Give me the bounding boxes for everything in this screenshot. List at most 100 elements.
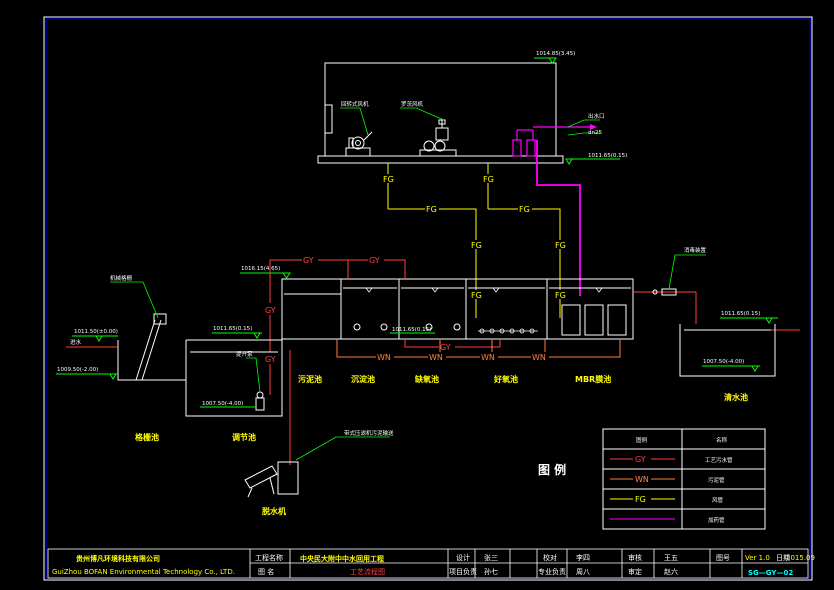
floor-elevation-mark: 1011.65(0.15) [565,153,627,165]
project-label: 工程名称 [255,553,283,562]
outlet-size-label: dn25 [588,130,602,136]
grid-tank [117,313,187,381]
svg-text:FG: FG [383,175,394,184]
legend-header-name: 名称 [716,436,728,444]
svg-text:GY: GY [265,306,276,315]
tank-name-aerobic: 好氧池 [493,374,518,384]
svg-text:GY: GY [369,256,380,265]
tank-name-clear: 清水池 [724,392,748,402]
dosing-unit-icon [512,126,590,157]
roof-elevation-mark: 1014.85(3.45) [534,51,575,64]
review-label: 审核 [628,553,642,562]
lead-value: 孙七 [484,567,498,576]
svg-text:1007.50(-4.00): 1007.50(-4.00) [202,401,243,407]
air-pipe-fg [387,163,561,318]
legend-row-fg: FG 风管 [610,494,724,504]
date-value: 2015.09 [786,554,815,562]
clear-water-tank [679,324,776,377]
outlet-arrow-icon [590,124,597,130]
design-label: 设计 [456,553,470,562]
svg-text:工艺污水管: 工艺污水管 [705,456,733,464]
tank-name-anoxic: 缺氧池 [414,374,439,384]
svg-text:进水: 进水 [70,338,82,346]
equipment-leaders [340,107,600,136]
approve-value: 赵六 [664,567,678,576]
legend-row-gy: GY 工艺污水管 [610,454,733,464]
legend-row-dosing: 加药管 [610,516,725,524]
svg-text:1007.50(-4.00): 1007.50(-4.00) [703,359,744,365]
aeration-diffusers [478,328,538,334]
fg-tags: FG FG FG FG FG FG FG FG [383,174,566,300]
outer-frame [43,16,813,581]
svg-text:WN: WN [481,353,495,362]
grille-leader [110,281,159,319]
reg-top-elevation-mark: 1011.65(0.15) [212,326,262,339]
drawing-name: 工艺流程图 [350,567,385,576]
tank-mid-elevation-mark: 1011.65(0.15) [390,327,435,334]
sludge-top-elevation-mark: 1016.15(4.65) [240,266,291,279]
svg-text:GY: GY [265,355,276,364]
svg-text:污泥管: 污泥管 [708,476,725,484]
tank-name-dewater: 脱水机 [262,506,286,516]
clear-top-elevation-mark: 1011.65(0.15) [720,311,778,324]
legend-title: 图 例 [538,462,566,477]
title-block [47,548,809,579]
dewater-note: 带式压滤机污泥输送 [344,429,394,437]
legend-table [602,428,766,530]
svg-text:风管: 风管 [712,496,724,504]
pump-leader [246,357,261,393]
svg-text:1011.65(0.15): 1011.65(0.15) [213,326,252,332]
drawing-label: 图 名 [258,567,274,576]
no-label: 图号 [716,554,730,562]
inflow-pipe: 进水 [66,338,118,348]
main-tank-train [281,278,634,340]
dewatering-machine-icon [244,461,299,498]
blower-b-label: 罗茨风机 [401,100,424,108]
design-value: 张三 [484,553,498,562]
svg-text:FG: FG [519,205,530,214]
legend-row-wn: WN 污泥管 [610,474,725,484]
svg-text:FG: FG [471,241,482,250]
pro-value: 周八 [576,568,590,576]
disinfect-label: 消毒装置 [684,246,707,254]
approve-label: 审定 [628,567,642,576]
svg-text:WN: WN [532,353,546,362]
legend-header-symbol: 图例 [636,436,648,444]
svg-text:1011.65(0.15): 1011.65(0.15) [721,311,760,317]
pump-label: 提升泵 [236,350,253,358]
tank-name-grid: 格栅池 [135,432,159,442]
version: Ver 1.0 [745,554,770,562]
svg-text:WN: WN [429,353,443,362]
date-label: 日期 [776,554,790,562]
gy-tags: GY GY GY GY GY [265,255,455,364]
svg-text:1016.15(4.65): 1016.15(4.65) [241,266,280,272]
disinfect-leader [668,254,706,290]
tank-name-sludge: 污泥池 [298,374,322,384]
blower-a-icon [345,131,373,157]
water-level-marks [365,287,603,293]
inner-frame [45,18,811,579]
svg-text:加药管: 加药管 [708,516,725,524]
company-name-en: GuiZhou BOFAN Environmental Technology C… [52,568,235,576]
dosing-pipe [536,140,581,296]
tank-name-regulate: 调节池 [232,432,256,442]
grid-bottom-elevation-mark: 1009.50(-2.00) [56,367,118,380]
blower-a-label: 回转式风机 [341,100,369,108]
outlet-label: 出水口 [588,112,605,120]
svg-text:FG: FG [555,291,566,300]
svg-text:FG: FG [555,241,566,250]
dewater-leader [295,436,390,461]
tank-name-sediment: 沉淀池 [351,374,375,384]
svg-text:GY: GY [303,256,314,265]
lead-label: 项目负责 [449,567,477,576]
svg-text:WN: WN [377,353,391,362]
grille-label: 机械格栅 [110,274,133,282]
svg-text:GY: GY [635,455,646,464]
regulating-tank [185,339,283,417]
reg-bottom-elevation-mark: 1007.50(-4.00) [200,401,256,408]
svg-text:WN: WN [635,475,649,484]
clear-bottom-elevation-mark: 1007.50(-4.00) [702,359,760,372]
company-name-cn: 贵州博凡环境科技有限公司 [76,554,160,563]
check-value: 李四 [576,553,590,562]
